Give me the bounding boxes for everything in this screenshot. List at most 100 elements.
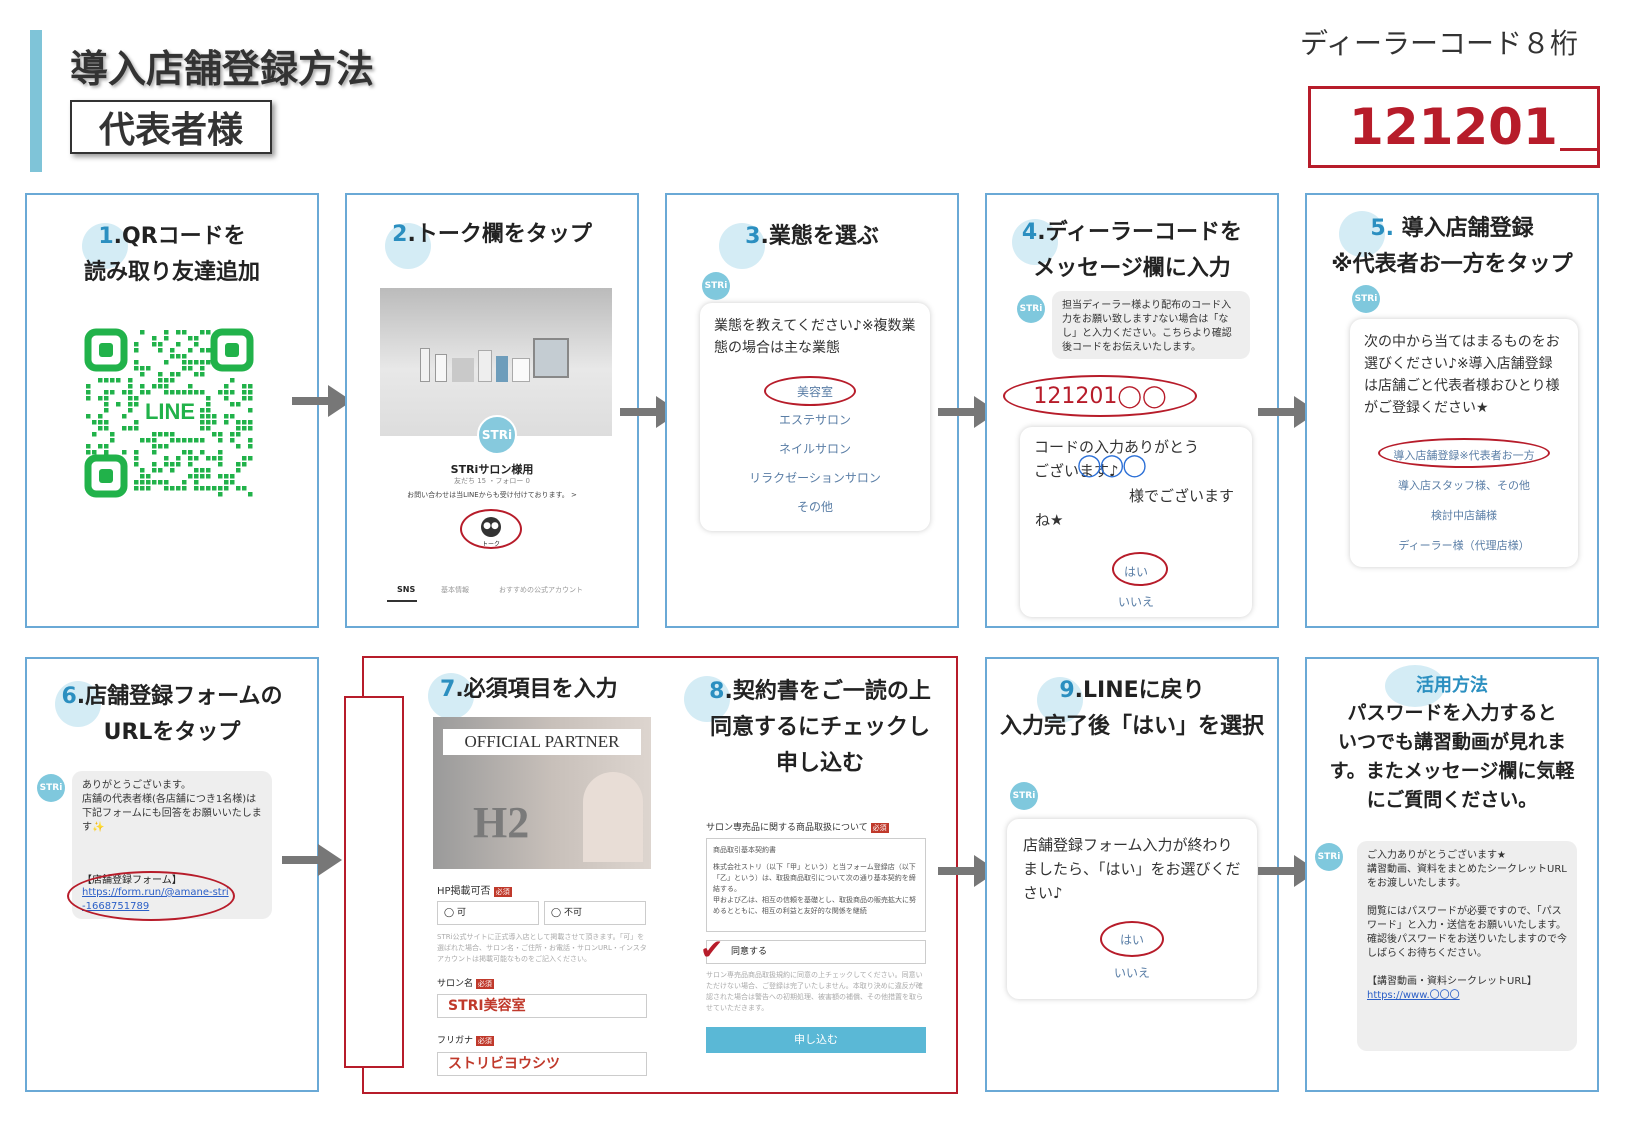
qr-code[interactable]: LINE: [84, 328, 254, 498]
contract-header: サロン専売品に関する商品取扱について 必須: [706, 820, 889, 833]
step-title: .トーク欄をタップ: [407, 222, 592, 247]
account-followers: 友だち 15 ・フォロー 0: [453, 477, 531, 485]
hp-label-text: HP掲載可否: [437, 886, 491, 897]
step-bubble: [684, 676, 730, 722]
step-bubble: [1385, 665, 1445, 707]
usage-line: パスワードを入力すると: [1347, 702, 1557, 724]
option-considering[interactable]: 検討中店舗様: [1431, 509, 1497, 522]
step-bubble: [55, 681, 101, 727]
usage-line: いつでも講習動画が見れま: [1337, 731, 1566, 753]
agree-note: サロン専売品商品取扱規約に同意の上チェックしてください。同意いただけない場合、ご…: [706, 971, 923, 1012]
step-number: 2: [392, 222, 408, 247]
kana-label: フリガナ 必須: [437, 1033, 494, 1046]
message-bubble: 担当ディーラー様より配布のコード入力をお願い致します♪ない場合は「なし」と入力く…: [1052, 291, 1250, 359]
salon-name-input[interactable]: STRI美容室: [437, 994, 647, 1018]
tab-sns[interactable]: SNS: [397, 585, 416, 594]
option-staff[interactable]: 導入店スタッフ様、その他: [1398, 479, 1530, 492]
salon-name-label: サロン名 必須: [437, 976, 494, 989]
option-dealer[interactable]: ディーラー様（代理店様）: [1398, 539, 1530, 552]
step-bubble: [428, 673, 474, 719]
message-text: ありがとうございます。 店舗の代表者様(各店舗につき1名様)は 下記フォームにも…: [82, 780, 262, 833]
radio-yes-label: 可: [456, 908, 466, 918]
step-number: 5.: [1370, 216, 1394, 241]
usage-line: す。またメッセージ欄に気軽: [1329, 760, 1575, 782]
qr-line-text: LINE: [145, 399, 195, 424]
message-text: 店舗登録フォーム入力が終わりましたら、「はい」をお選びください♪: [1023, 836, 1241, 902]
radio-no-label: 不可: [563, 908, 582, 918]
step-title-2: URLをタップ: [103, 720, 241, 745]
usage-panel: 活用方法 パスワードを入力すると いつでも講習動画が見れま す。またメッセージ欄…: [1305, 657, 1599, 1092]
step-title-2: 読み取り友達追加: [83, 260, 260, 285]
highlight-circle: [1100, 921, 1164, 957]
stri-avatar: STRi: [37, 774, 65, 802]
step-3-panel: 3.業態を選ぶ STRi 業態を教えてください♪※複数業態の場合は主な業態 美容…: [665, 193, 959, 628]
step-bubble: [385, 223, 431, 269]
submit-button[interactable]: 申し込む: [706, 1027, 926, 1053]
highlight-circle: [1378, 438, 1550, 468]
step-5-panel: 5. 導入店舗登録※代表者お一方をタップ STRi 次の中から当てはまるものをお…: [1305, 193, 1599, 628]
hp-note: STRi公式サイトに正式導入店として掲載させて頂きます。「可」を選ばれた場合、サ…: [437, 933, 647, 963]
tab-recommended[interactable]: おすすめの公式アカウント: [499, 586, 583, 594]
option-esthe[interactable]: エステサロン: [778, 413, 851, 427]
tab-basic-info[interactable]: 基本情報: [441, 586, 469, 594]
dealer-code-blank: [1559, 103, 1597, 151]
required-badge: 必須: [475, 1036, 494, 1046]
radio-yes[interactable]: ◯ 可: [437, 901, 539, 925]
highlight-circle: [67, 871, 235, 921]
step-title: .LINEに戻り: [1074, 678, 1205, 703]
highlight-circle: [1112, 552, 1168, 586]
stri-avatar: STRi: [1352, 285, 1380, 313]
option-relaxation[interactable]: リラクゼーションサロン: [749, 471, 881, 485]
message-bubble: ご入力ありがとうございます★ 講習動画、資料をまとめたシークレットURLをお渡し…: [1357, 841, 1577, 1051]
kana-input[interactable]: ストリビヨウシツ: [437, 1052, 647, 1076]
account-name: STRiサロン様用: [450, 463, 534, 476]
code-input-highlight: 121201◯◯: [1003, 375, 1197, 417]
step-title: .必須項目を入力: [455, 677, 618, 702]
arrow-icon: [938, 855, 998, 887]
message-card: 業態を教えてください♪※複数業態の場合は主な業態: [700, 303, 930, 531]
contract-title: 商品取引基本契約書: [713, 846, 776, 854]
required-badge: 必須: [493, 887, 512, 897]
required-badge: 必須: [475, 979, 494, 989]
name-placeholder-circles: ◯◯◯: [1077, 453, 1147, 478]
message-text: ご入力ありがとうございます★ 講習動画、資料をまとめたシークレットURLをお渡し…: [1367, 850, 1567, 987]
step-1-panel: 1.QRコードを読み取り友達追加 LINE: [25, 193, 319, 628]
option-other[interactable]: その他: [796, 500, 833, 514]
required-badge: 必須: [870, 823, 889, 833]
step-bubble: [1339, 211, 1385, 257]
no-option[interactable]: いいえ: [1117, 595, 1154, 609]
step-2-panel: 2.トーク欄をタップ STRi STRiサロン様用 友だち 15 ・フォロー 0…: [345, 193, 639, 628]
no-option[interactable]: いいえ: [1113, 966, 1150, 980]
arrow-icon: [282, 844, 342, 876]
message-text: 業態を教えてください♪※複数業態の場合は主な業態: [714, 318, 916, 356]
secret-url-link[interactable]: https://www.〇〇〇: [1367, 990, 1460, 1001]
step-bubble: [1012, 219, 1058, 265]
usage-line: にご質問ください。: [1366, 789, 1538, 811]
highlight-circle: [460, 509, 522, 549]
kana-label-text: フリガナ: [437, 1036, 474, 1046]
tab-underline: [387, 600, 417, 602]
contract-text-box[interactable]: 商品取引基本契約書株式会社ストリ（以下「甲」という）と当フォーム登録店（以下「乙…: [706, 838, 926, 932]
stri-avatar: STRi: [1315, 843, 1343, 871]
model-photo: [583, 772, 643, 862]
usage-description: パスワードを入力すると いつでも講習動画が見れま す。またメッセージ欄に気軽 に…: [1307, 699, 1597, 815]
page-subtitle: 代表者様: [70, 100, 272, 154]
option-nail[interactable]: ネイルサロン: [778, 442, 851, 456]
message-card: 次の中から当てはまるものをお選びください♪※導入店舗登録は店舗ごと代表者様おひと…: [1350, 319, 1578, 567]
checkmark-icon: ✔: [700, 933, 724, 966]
salon-label-text: サロン名: [437, 979, 474, 989]
radio-no[interactable]: ◯ 不可: [544, 901, 646, 925]
step-title: .店舗登録フォームの: [76, 684, 283, 709]
arrow-icon: [1258, 396, 1318, 428]
step-9-panel: 9.LINEに戻り入力完了後「はい」を選択 STRi 店舗登録フォーム入力が終わ…: [985, 657, 1279, 1092]
usage-title: 活用方法: [1416, 675, 1488, 696]
hp-label: HP掲載可否 必須: [437, 882, 512, 897]
step-title-2: 同意するにチェックし: [709, 715, 930, 740]
reply-text-3: ね★: [1035, 511, 1064, 529]
contract-header-text: サロン専売品に関する商品取扱について: [706, 823, 868, 833]
step-bubble: [1037, 677, 1083, 723]
agree-checkbox[interactable]: 同意する: [706, 940, 926, 964]
step-title-2: メッセージ欄に入力: [1033, 256, 1231, 281]
step-title-2: ※代表者お一方をタップ: [1331, 252, 1573, 277]
